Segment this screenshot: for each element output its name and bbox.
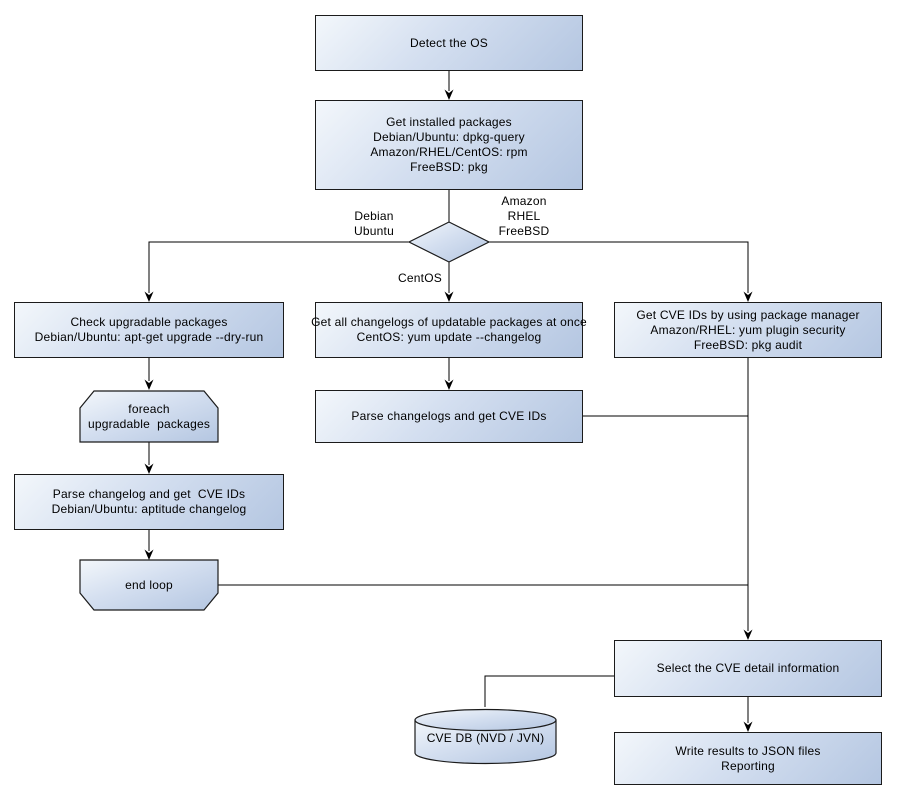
node-detect-os-label: Detect the OS xyxy=(410,35,488,50)
node-select-cve-detail: Select the CVE detail information xyxy=(614,640,882,697)
edge-label-debian-ubuntu: Debian Ubuntu xyxy=(354,209,394,238)
arrowhead-pkg-manager xyxy=(743,291,753,302)
database-cve-db-label: CVE DB (NVD / JVN) xyxy=(426,730,545,745)
node-select-cve-detail-label: Select the CVE detail information xyxy=(656,661,840,675)
arrowhead-installed xyxy=(444,89,454,100)
arrowhead-end-loop xyxy=(144,549,154,560)
edge-label-amazon-rhel-freebsd: Amazon RHEL FreeBSD xyxy=(498,194,550,238)
loop-start-foreach-label: foreach upgradable packages xyxy=(87,401,211,431)
loop-start-shape xyxy=(79,390,219,443)
decision-os-diamond xyxy=(407,221,491,263)
node-detect-os: Detect the OS xyxy=(315,15,583,71)
node-get-cve-ids-pkg-manager-label: Get CVE IDs by using package manager Ama… xyxy=(636,307,860,352)
arrowhead-parse-changelog xyxy=(144,463,154,474)
node-get-installed-packages-label: Get installed packages Debian/Ubuntu: dp… xyxy=(370,115,528,174)
loop-end-shape xyxy=(79,559,219,611)
node-parse-changelogs-get-cve: Parse changelogs and get CVE IDs xyxy=(315,390,583,443)
edge-label-centos: CentOS xyxy=(398,271,442,285)
node-parse-changelog-get-cve-label: Parse changelog and get CVE IDs Debian/U… xyxy=(51,487,247,516)
loop-start-foreach: foreach upgradable packages xyxy=(80,391,218,442)
arrowhead-foreach xyxy=(144,379,154,390)
node-parse-changelogs-get-cve-label: Parse changelogs and get CVE IDs xyxy=(351,409,547,423)
node-get-all-changelogs-label: Get all changelogs of updatable packages… xyxy=(311,315,587,344)
arrowhead-check-upgradable xyxy=(144,291,154,302)
arrowhead-get-changelogs xyxy=(444,291,454,302)
node-check-upgradable-packages: Check upgradable packages Debian/Ubuntu:… xyxy=(14,302,284,358)
loop-end-label: end loop xyxy=(125,577,173,592)
node-get-all-changelogs: Get all changelogs of updatable packages… xyxy=(311,302,587,358)
node-write-results-label: Write results to JSON files Reporting xyxy=(675,743,821,773)
node-get-cve-ids-pkg-manager: Get CVE IDs by using package manager Ama… xyxy=(614,302,882,358)
arrowhead-write-results xyxy=(743,721,753,732)
node-get-installed-packages: Get installed packages Debian/Ubuntu: dp… xyxy=(315,100,583,190)
node-check-upgradable-packages-label: Check upgradable packages Debian/Ubuntu:… xyxy=(34,315,264,344)
arrowhead-parse-changelogs xyxy=(444,379,454,390)
node-parse-changelog-get-cve: Parse changelog and get CVE IDs Debian/U… xyxy=(14,474,284,530)
loop-end: end loop xyxy=(80,560,218,610)
arrowheads xyxy=(144,89,753,732)
connector-decision-to-check-upgradable xyxy=(148,241,409,293)
database-cylinder-body xyxy=(414,720,557,765)
database-cylinder-top xyxy=(414,708,557,732)
node-write-results: Write results to JSON files Reporting xyxy=(614,732,882,785)
database-cve-db: CVE DB (NVD / JVN) xyxy=(415,721,556,755)
connector-decision-to-pkg-manager xyxy=(489,241,749,293)
connector-lines xyxy=(148,71,749,723)
arrowhead-select-cve xyxy=(743,629,753,640)
connector-select-to-cvedb xyxy=(484,675,614,707)
